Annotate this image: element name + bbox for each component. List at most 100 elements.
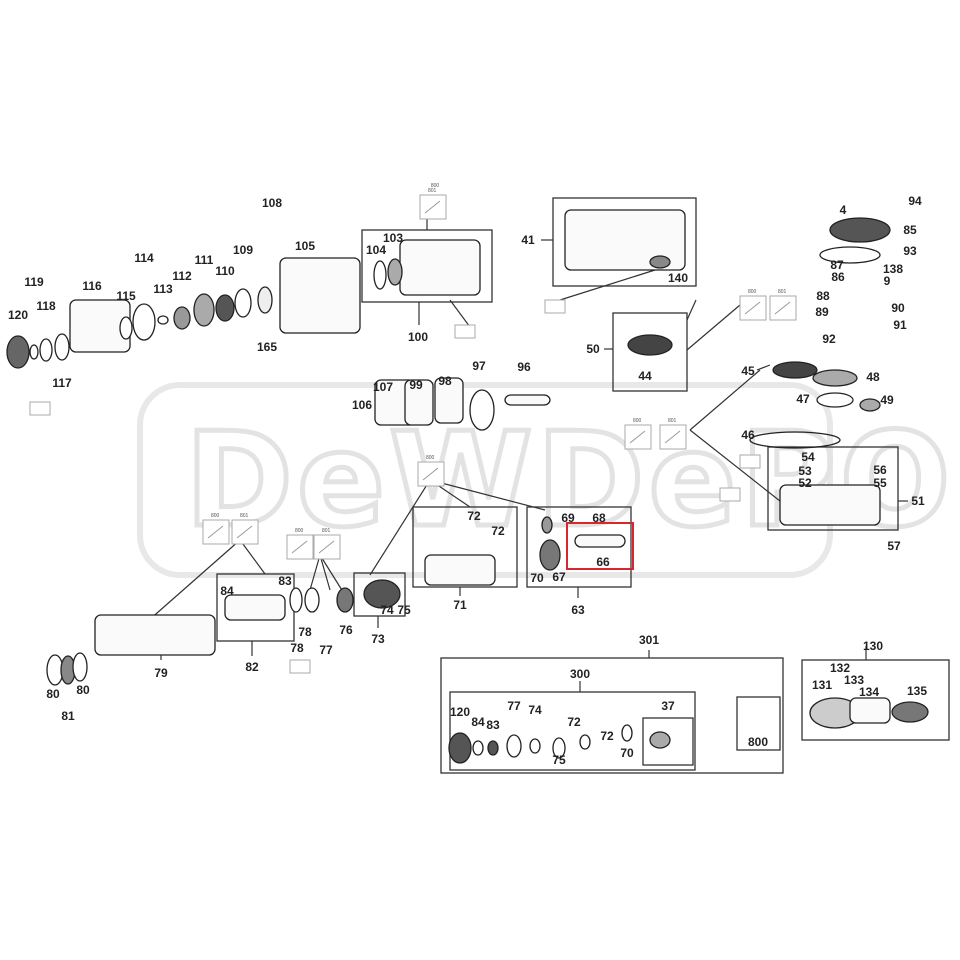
- callout-72[interactable]: 72: [491, 524, 505, 538]
- callout-108[interactable]: 108: [262, 196, 282, 210]
- callout-120[interactable]: 120: [450, 705, 470, 719]
- callout-301[interactable]: 301: [639, 633, 659, 647]
- callout-85[interactable]: 85: [903, 223, 917, 237]
- callout-100[interactable]: 100: [408, 330, 428, 344]
- callout-54[interactable]: 54: [801, 450, 815, 464]
- callout-800[interactable]: 800: [431, 183, 440, 189]
- callout-106[interactable]: 106: [352, 398, 372, 412]
- callout-115[interactable]: 115: [116, 289, 136, 303]
- callout-118[interactable]: 118: [36, 299, 56, 313]
- callout-130[interactable]: 130: [863, 639, 883, 653]
- callout-83[interactable]: 83: [278, 574, 292, 588]
- box-800: [736, 696, 781, 751]
- callout-4[interactable]: 4: [840, 203, 847, 217]
- callout-78[interactable]: 78: [290, 641, 304, 655]
- callout-92[interactable]: 92: [822, 332, 836, 346]
- callout-96[interactable]: 96: [517, 360, 531, 374]
- callout-91[interactable]: 91: [893, 318, 907, 332]
- callout-88[interactable]: 88: [816, 289, 830, 303]
- callout-48[interactable]: 48: [866, 370, 880, 384]
- callout-87[interactable]: 87: [830, 258, 844, 272]
- callout-83[interactable]: 83: [486, 718, 500, 732]
- callout-104[interactable]: 104: [366, 243, 386, 257]
- callout-49[interactable]: 49: [880, 393, 894, 407]
- callout-132[interactable]: 132: [830, 661, 850, 675]
- callout-109[interactable]: 109: [233, 243, 253, 257]
- callout-111[interactable]: 111: [195, 253, 214, 267]
- callout-63[interactable]: 63: [571, 603, 585, 617]
- callout-131[interactable]: 131: [812, 678, 832, 692]
- callout-300[interactable]: 300: [570, 667, 590, 681]
- callout-90[interactable]: 90: [891, 301, 905, 315]
- callout-68[interactable]: 68: [592, 511, 606, 525]
- callout-80[interactable]: 80: [46, 687, 60, 701]
- highlight-box-66[interactable]: [566, 522, 634, 570]
- callout-9[interactable]: 9: [884, 274, 891, 288]
- callout-72[interactable]: 72: [567, 715, 581, 729]
- callout-78[interactable]: 78: [298, 625, 312, 639]
- callout-99[interactable]: 99: [409, 378, 423, 392]
- callout-800[interactable]: 800: [748, 735, 768, 749]
- callout-140[interactable]: 140: [668, 271, 688, 285]
- callout-51[interactable]: 51: [911, 494, 925, 508]
- callout-74[interactable]: 74: [380, 603, 394, 617]
- callout-69[interactable]: 69: [561, 511, 575, 525]
- callout-72[interactable]: 72: [600, 729, 614, 743]
- callout-44[interactable]: 44: [638, 369, 652, 383]
- callout-134[interactable]: 134: [859, 685, 879, 699]
- leader-line: [559, 269, 656, 301]
- callout-119[interactable]: 119: [24, 275, 44, 289]
- callout-79[interactable]: 79: [154, 666, 168, 680]
- callout-112[interactable]: 112: [172, 269, 192, 283]
- callout-77[interactable]: 77: [507, 699, 521, 713]
- callout-74[interactable]: 74: [528, 703, 542, 717]
- callout-138[interactable]: 138: [883, 262, 903, 276]
- callout-50[interactable]: 50: [586, 342, 600, 356]
- callout-77[interactable]: 77: [319, 643, 333, 657]
- callout-75[interactable]: 75: [397, 603, 411, 617]
- callout-110[interactable]: 110: [215, 264, 235, 278]
- callout-46[interactable]: 46: [741, 428, 755, 442]
- callout-84[interactable]: 84: [471, 715, 485, 729]
- callout-66[interactable]: 66: [596, 555, 610, 569]
- callout-52[interactable]: 52: [798, 476, 812, 490]
- callout-120[interactable]: 120: [8, 308, 28, 322]
- callout-93[interactable]: 93: [903, 244, 917, 258]
- callout-72[interactable]: 72: [467, 509, 481, 523]
- callout-45[interactable]: 45: [741, 364, 755, 378]
- callout-82[interactable]: 82: [245, 660, 259, 674]
- callout-105[interactable]: 105: [295, 239, 315, 253]
- callout-86[interactable]: 86: [831, 270, 845, 284]
- callout-55[interactable]: 55: [873, 476, 887, 490]
- callout-76[interactable]: 76: [339, 623, 353, 637]
- callout-113[interactable]: 113: [153, 282, 173, 296]
- callout-67[interactable]: 67: [552, 570, 566, 584]
- callout-57[interactable]: 57: [887, 539, 901, 553]
- callout-84[interactable]: 84: [220, 584, 234, 598]
- callout-94[interactable]: 94: [908, 194, 922, 208]
- callout-98[interactable]: 98: [438, 374, 452, 388]
- callout-107[interactable]: 107: [373, 380, 393, 394]
- callout-75[interactable]: 75: [552, 753, 566, 767]
- callout-103[interactable]: 103: [383, 231, 403, 245]
- callout-73[interactable]: 73: [371, 632, 385, 646]
- callout-71[interactable]: 71: [453, 598, 467, 612]
- callout-37[interactable]: 37: [661, 699, 675, 713]
- callout-70[interactable]: 70: [620, 746, 634, 760]
- callout-89[interactable]: 89: [815, 305, 829, 319]
- callout-70[interactable]: 70: [530, 571, 544, 585]
- callout-56[interactable]: 56: [873, 463, 887, 477]
- callout-53[interactable]: 53: [798, 464, 812, 478]
- callout-47[interactable]: 47: [796, 392, 810, 406]
- callout-80[interactable]: 80: [76, 683, 90, 697]
- callout-165[interactable]: 165: [257, 340, 277, 354]
- callout-135[interactable]: 135: [907, 684, 927, 698]
- callout-116[interactable]: 116: [82, 279, 102, 293]
- callout-117[interactable]: 117: [52, 376, 72, 390]
- callout-133[interactable]: 133: [844, 673, 864, 687]
- callout-114[interactable]: 114: [134, 251, 154, 265]
- callout-81[interactable]: 81: [61, 709, 75, 723]
- callout-97[interactable]: 97: [472, 359, 486, 373]
- callout-41[interactable]: 41: [521, 233, 535, 247]
- box-37: [642, 717, 694, 766]
